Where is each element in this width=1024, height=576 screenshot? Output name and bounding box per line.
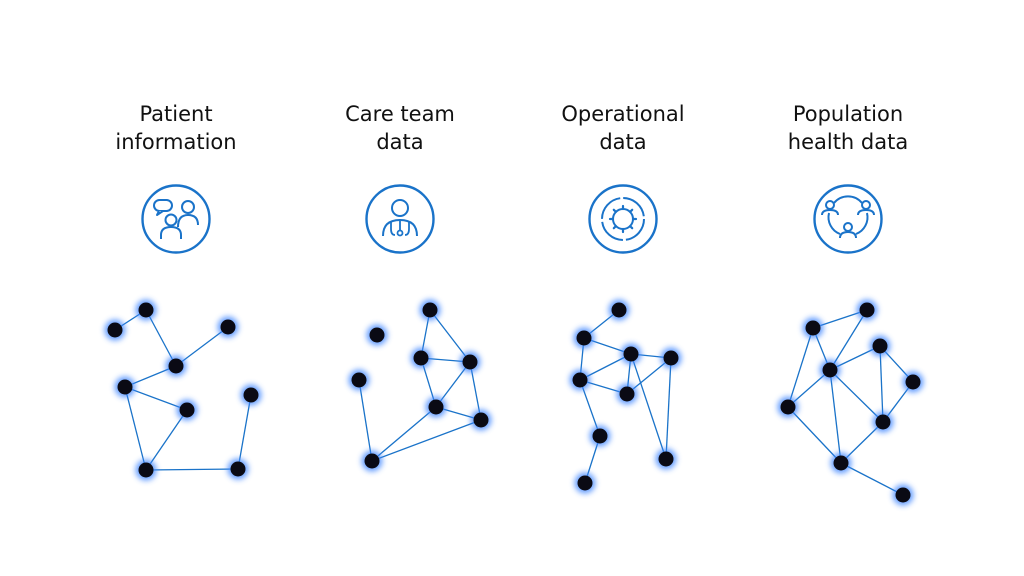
network-edge xyxy=(829,369,884,423)
network-node xyxy=(623,346,639,362)
network-node xyxy=(422,302,438,318)
title-line-2: data xyxy=(376,130,424,154)
category-patient-information: Patient information xyxy=(76,0,276,576)
network-node xyxy=(619,386,635,402)
network-node xyxy=(780,399,796,415)
title-line-2: information xyxy=(115,130,237,154)
network-graph xyxy=(104,299,262,481)
network-node xyxy=(168,358,184,374)
network-node xyxy=(473,412,489,428)
network-node xyxy=(833,455,849,471)
network-edge xyxy=(124,386,188,411)
network-node xyxy=(138,302,154,318)
population-group-icon xyxy=(813,184,883,254)
category-care-team-data: Care team data xyxy=(300,0,500,576)
network-node xyxy=(895,487,911,503)
operations-gear-icon xyxy=(588,184,658,254)
network-edge xyxy=(371,419,482,462)
network-node xyxy=(138,462,154,478)
network-edge xyxy=(237,394,252,470)
network-node xyxy=(462,354,478,370)
network-node xyxy=(905,374,921,390)
network-edge xyxy=(840,462,904,496)
network-edge xyxy=(371,406,437,462)
category-title: Care team data xyxy=(300,100,500,156)
network-graph xyxy=(348,299,492,472)
network-edge xyxy=(879,345,884,423)
network-node xyxy=(369,327,385,343)
network-node xyxy=(179,402,195,418)
network-edge xyxy=(124,386,147,471)
network-edge xyxy=(145,409,188,471)
people-chat-icon xyxy=(141,184,211,254)
title-line-1: Patient xyxy=(139,102,213,126)
title-line-2: data xyxy=(599,130,647,154)
network-node xyxy=(592,428,608,444)
network-graph xyxy=(569,299,682,494)
network-node xyxy=(875,414,891,430)
network-node xyxy=(872,338,888,354)
title-line-1: Care team xyxy=(345,102,455,126)
network-node xyxy=(577,475,593,491)
network-edge xyxy=(145,309,177,367)
network-node xyxy=(805,320,821,336)
network-node xyxy=(859,302,875,318)
network-node xyxy=(243,387,259,403)
network-node xyxy=(572,372,588,388)
network-edge xyxy=(829,309,868,371)
network-node xyxy=(220,319,236,335)
doctor-stethoscope-icon xyxy=(365,184,435,254)
network-node xyxy=(230,461,246,477)
network-graph xyxy=(777,299,924,506)
network-edge xyxy=(787,406,842,464)
network-edge xyxy=(829,369,842,464)
network-edge xyxy=(145,468,239,471)
network-node xyxy=(576,330,592,346)
network-node xyxy=(658,451,674,467)
network-edge xyxy=(429,309,471,363)
network-node xyxy=(428,399,444,415)
network-node xyxy=(351,372,367,388)
network-node xyxy=(107,322,123,338)
network-edge xyxy=(358,379,373,462)
title-line-1: Operational xyxy=(561,102,685,126)
category-title: Patient information xyxy=(76,100,276,156)
network-node xyxy=(611,302,627,318)
title-line-2: health data xyxy=(787,130,909,154)
network-node xyxy=(364,453,380,469)
category-title: Operational data xyxy=(523,100,723,156)
network-node xyxy=(663,350,679,366)
network-edge xyxy=(175,326,229,367)
network-edge xyxy=(787,327,814,408)
title-line-1: Population xyxy=(792,102,904,126)
network-node xyxy=(822,362,838,378)
category-title: Population health data xyxy=(748,100,948,156)
network-node xyxy=(117,379,133,395)
category-population-health-data: Population health data xyxy=(748,0,948,576)
network-edge xyxy=(630,353,667,460)
network-edge xyxy=(665,357,672,460)
network-node xyxy=(413,350,429,366)
category-operational-data: Operational data xyxy=(523,0,723,576)
